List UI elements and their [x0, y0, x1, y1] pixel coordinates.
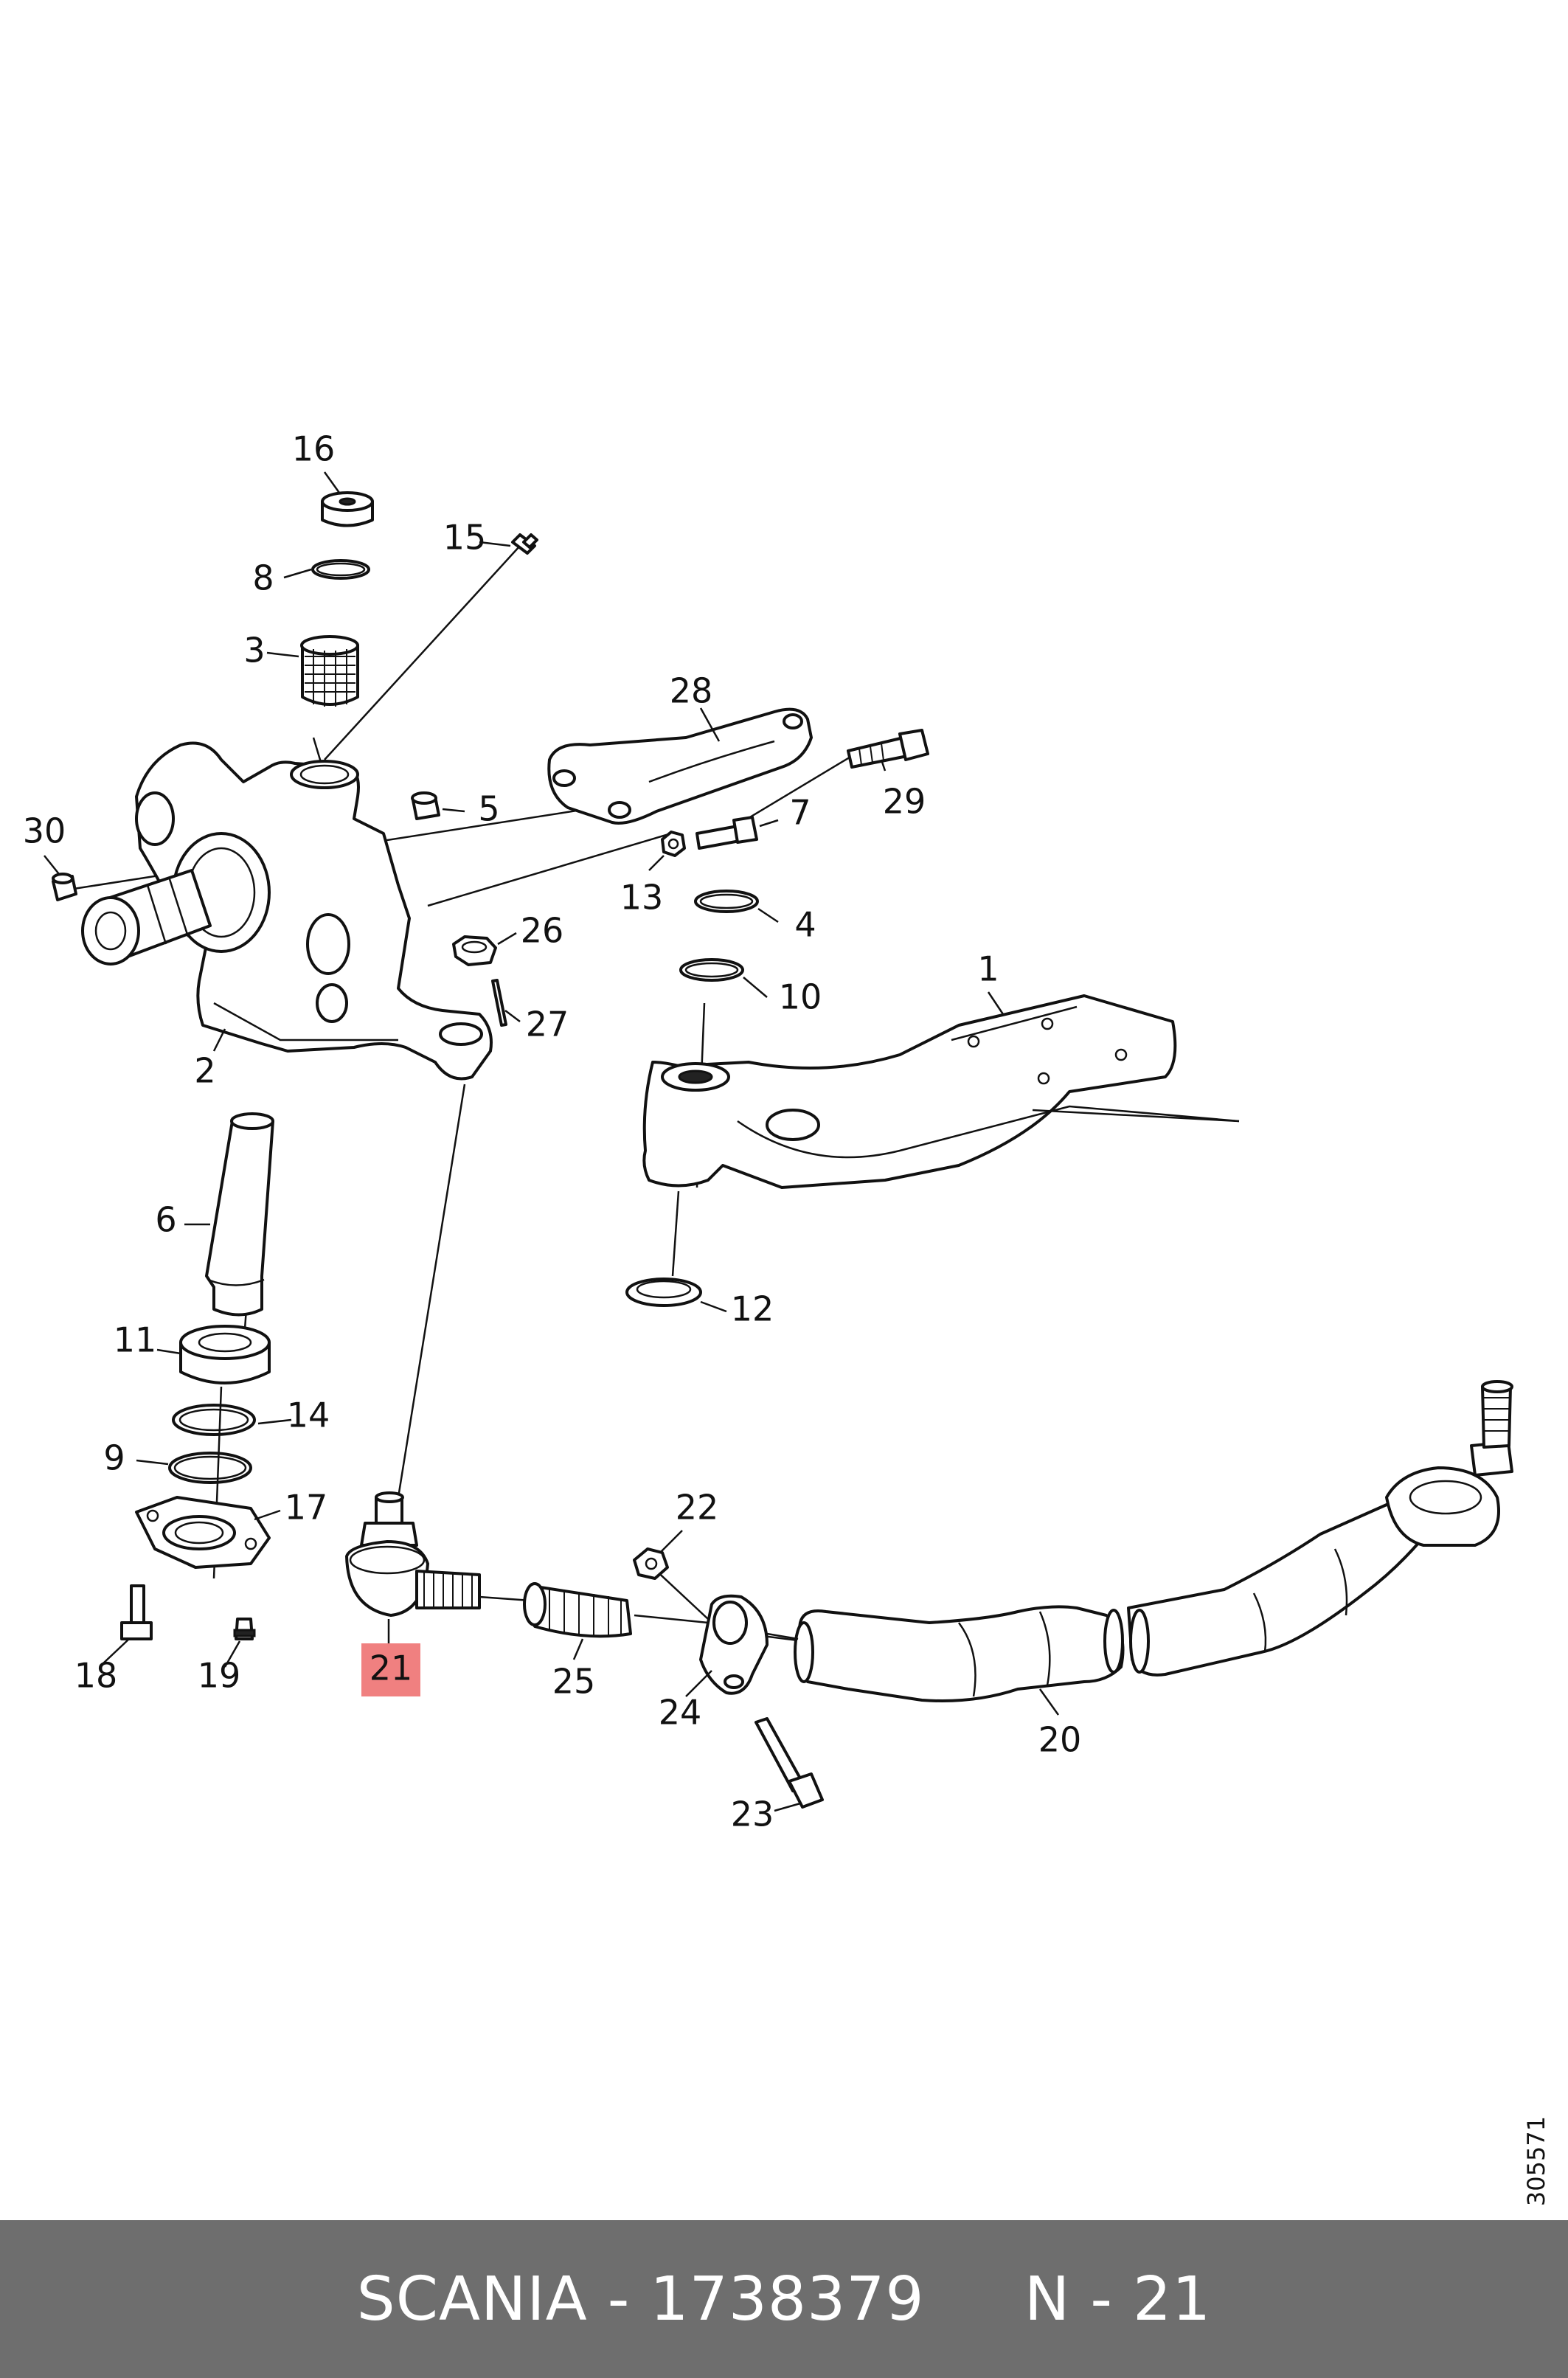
- part-9-o-ring: [168, 1452, 252, 1484]
- part-7-bolt: [695, 816, 758, 850]
- part-22-nut: [633, 1547, 669, 1580]
- callout-25: 25: [552, 1662, 596, 1702]
- part-18-bolt: [120, 1584, 153, 1640]
- part-29-bolt: [847, 729, 929, 769]
- callout-30: 30: [23, 811, 66, 851]
- callout-12: 12: [731, 1289, 774, 1329]
- callout-16: 16: [292, 429, 336, 469]
- part-2-steering-knuckle: [135, 741, 493, 1081]
- callout-11: 11: [114, 1320, 157, 1360]
- callout-24: 24: [659, 1693, 702, 1733]
- part-10-seal-ring: [679, 958, 744, 982]
- callout-6: 6: [155, 1200, 176, 1240]
- part-27-cotter-pin: [491, 979, 507, 1027]
- part-1-axle-beam: [642, 994, 1240, 1189]
- part-14-ring: [172, 1404, 256, 1436]
- callout-13: 13: [620, 878, 664, 918]
- callout-1: 1: [977, 949, 999, 989]
- footer-bar: SCANIA - 1738379 N - 21: [0, 2220, 1568, 2378]
- part-23-bolt: [754, 1717, 824, 1809]
- callout-14: 14: [287, 1396, 330, 1435]
- callout-26: 26: [521, 911, 564, 951]
- exploded-parts-diagram: 16 15 8 3 28 29 5 7 30 13 26 4 10 1 27 2…: [23, 429, 1550, 2207]
- part-3-bushing: [300, 635, 359, 707]
- callout-8: 8: [252, 558, 274, 598]
- callout-leaders: [44, 471, 1060, 1812]
- part-24-clamp: [699, 1594, 769, 1695]
- part-16-cap: [321, 491, 374, 527]
- highlight-box-21: [361, 1643, 420, 1696]
- callout-19: 19: [198, 1656, 241, 1696]
- drawing-reference-number: 305571: [1522, 2116, 1550, 2206]
- part-28-steering-arm: [547, 707, 813, 825]
- part-8-o-ring: [311, 559, 370, 580]
- part-5-plug: [411, 791, 440, 820]
- part-11-thrust-bearing: [179, 1325, 271, 1384]
- part-15-grease-nipple: [511, 533, 538, 555]
- callout-29: 29: [883, 782, 926, 822]
- part-30-pin: [52, 873, 77, 901]
- callout-21: 21: [370, 1649, 413, 1688]
- callout-27: 27: [526, 1005, 569, 1044]
- callout-7: 7: [789, 793, 811, 833]
- spindle: [81, 869, 212, 966]
- callout-17: 17: [285, 1488, 328, 1528]
- callout-4: 4: [794, 905, 816, 945]
- callout-2: 2: [194, 1051, 215, 1091]
- callout-15: 15: [443, 518, 487, 558]
- callout-23: 23: [731, 1795, 774, 1834]
- part-17-cover-plate: [135, 1496, 271, 1569]
- footer-part-number: SCANIA - 1738379 N - 21: [356, 2264, 1212, 2334]
- part-20-tie-rod: [794, 1380, 1513, 1702]
- callout-9: 9: [103, 1438, 125, 1478]
- part-21-tie-rod-end: [345, 1491, 481, 1617]
- part-13-nut: [661, 831, 686, 857]
- callout-5: 5: [478, 789, 499, 829]
- part-25-adjusting-sleeve: [523, 1582, 632, 1638]
- callout-labels: 16 15 8 3 28 29 5 7 30 13 26 4 10 1 27 2…: [23, 429, 1082, 1834]
- part-19-nipple: [233, 1618, 256, 1640]
- part-26-castle-nut: [452, 935, 497, 966]
- callout-3: 3: [243, 631, 265, 670]
- part-6-king-pin: [205, 1112, 274, 1317]
- callout-28: 28: [670, 671, 713, 711]
- callout-22: 22: [676, 1488, 719, 1528]
- part-4-seal-ring: [694, 890, 759, 913]
- callout-18: 18: [74, 1656, 118, 1696]
- callout-10: 10: [779, 977, 822, 1017]
- part-12-seal: [625, 1278, 702, 1307]
- callout-20: 20: [1038, 1720, 1082, 1760]
